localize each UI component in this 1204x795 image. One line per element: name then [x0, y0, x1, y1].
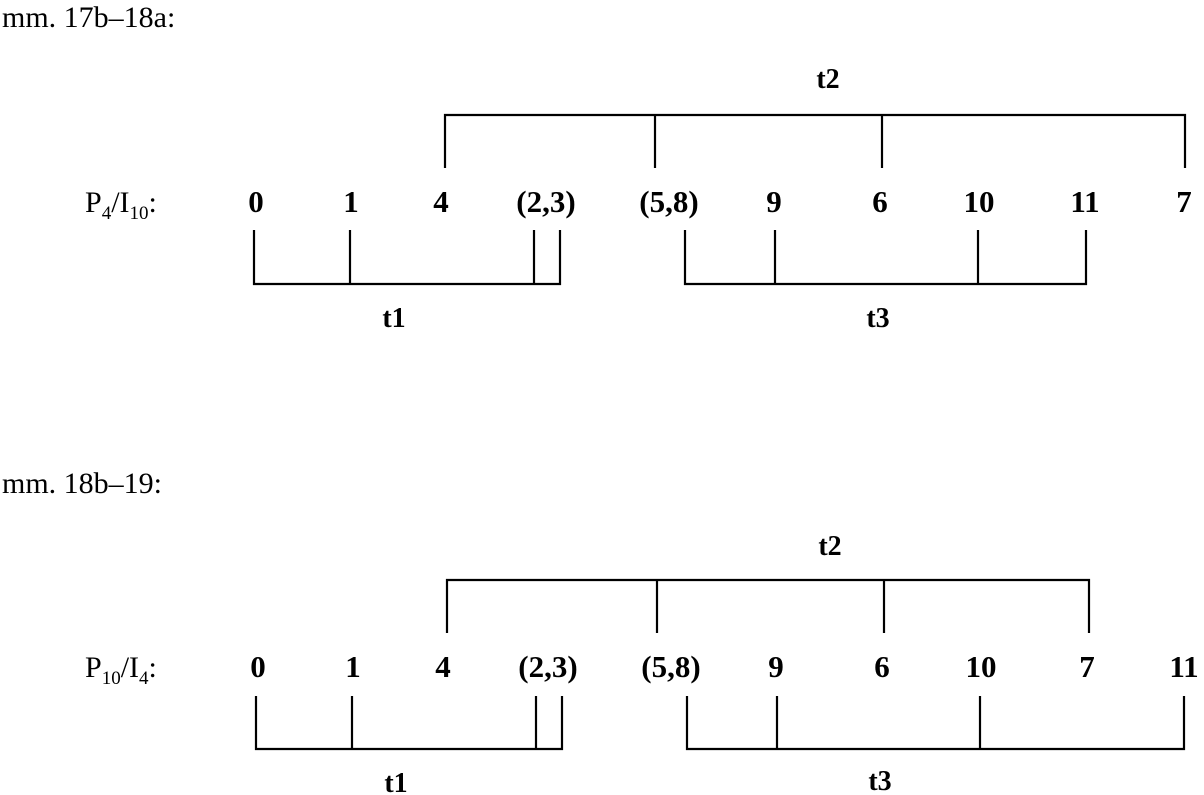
- pc-number: 11: [1070, 184, 1099, 219]
- bracket-label: t2: [818, 531, 841, 562]
- pc-number: (2,3): [516, 184, 575, 219]
- bracket-t1: t1: [254, 696, 564, 795]
- section-1-number-row: 0 1 4 (2,3) (5,8) 9 6 10 11 7: [248, 184, 1192, 219]
- section-2-heading: mm. 18b–19:: [2, 467, 162, 500]
- bracket-label: t1: [384, 768, 407, 795]
- section-1: mm. 17b–18a: P4/I10: 0 1 4 (2,3) (5,8) 9…: [2, 1, 1192, 334]
- bracket-t3: t3: [683, 230, 1088, 334]
- pc-number: 6: [872, 184, 888, 219]
- pc-number: 4: [435, 649, 451, 684]
- pc-number: 9: [766, 184, 782, 219]
- bracket-label: t3: [866, 303, 889, 334]
- bracket-label: t2: [816, 64, 839, 95]
- bracket-t3: t3: [685, 696, 1186, 795]
- bracket-t2: t2: [443, 64, 1187, 168]
- pc-number: 10: [966, 649, 997, 684]
- pc-number: 0: [248, 184, 264, 219]
- bracket-label: t1: [382, 303, 405, 334]
- section-2: mm. 18b–19: P10/I4: 0 1 4 (2,3) (5,8) 9 …: [2, 467, 1199, 795]
- pc-number: 4: [433, 184, 449, 219]
- pc-number: 10: [964, 184, 995, 219]
- pc-number: 7: [1176, 184, 1192, 219]
- pc-number: (5,8): [639, 184, 698, 219]
- section-1-row-label: P4/I10:: [85, 186, 157, 224]
- pc-number: 6: [874, 649, 890, 684]
- pc-number: 0: [250, 649, 266, 684]
- pc-number: 1: [345, 649, 361, 684]
- pc-number: 9: [768, 649, 784, 684]
- section-1-heading: mm. 17b–18a:: [2, 1, 175, 34]
- section-2-row-label: P10/I4:: [85, 651, 157, 689]
- pc-number: 1: [343, 184, 359, 219]
- pc-number: 7: [1079, 649, 1095, 684]
- pc-number: (5,8): [641, 649, 700, 684]
- bracket-t1: t1: [252, 230, 562, 334]
- section-2-number-row: 0 1 4 (2,3) (5,8) 9 6 10 7 11: [250, 649, 1198, 684]
- bracket-t2: t2: [445, 531, 1091, 633]
- pc-number: (2,3): [518, 649, 577, 684]
- pc-number: 11: [1169, 649, 1198, 684]
- bracket-label: t3: [868, 766, 891, 795]
